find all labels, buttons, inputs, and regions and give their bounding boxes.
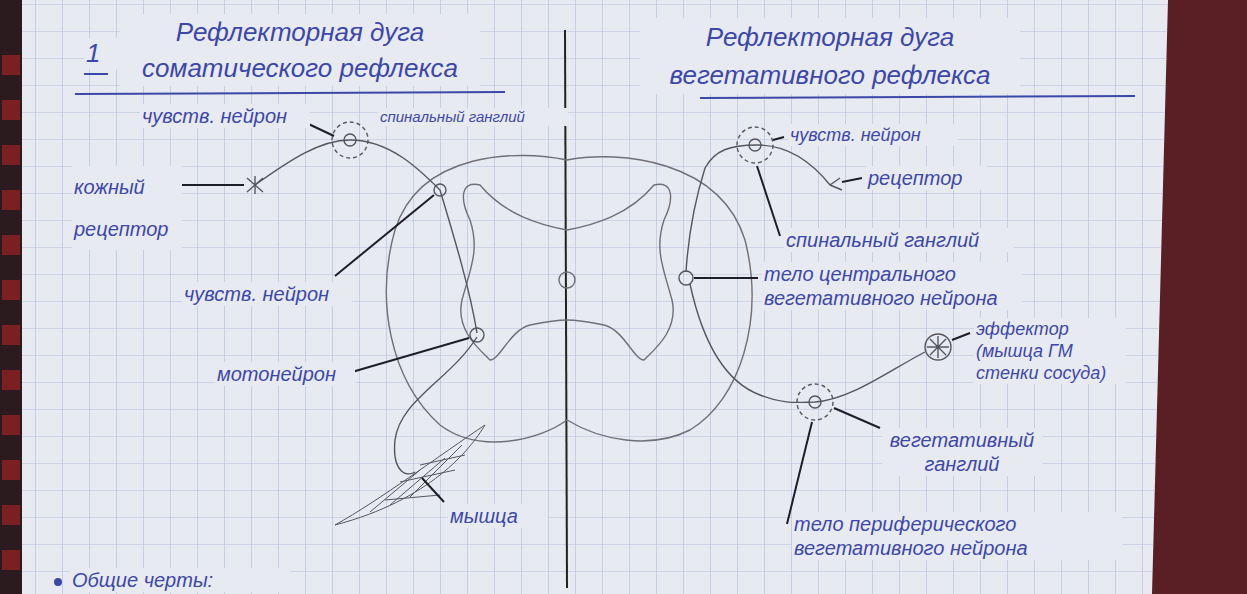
part-label: чувств. нейрон — [788, 124, 958, 146]
part-label: мышца — [448, 504, 548, 528]
paper-sheet — [22, 0, 1168, 594]
section-number: 1 — [84, 38, 124, 69]
part-label: вегетативный ганглий — [882, 428, 1042, 476]
part-label: рецептор — [866, 166, 986, 190]
part-label: кожный рецептор — [72, 166, 182, 250]
leader-lines — [180, 120, 970, 524]
paper-grid — [22, 0, 1168, 594]
part-label: спинальный ганглий — [378, 108, 568, 126]
part-label: тело центрального вегетативного нейрона — [762, 262, 1022, 310]
binding-holes — [2, 55, 20, 570]
part-label: чувств. нейрон — [140, 104, 310, 128]
part-label: спинальный ганглий — [784, 228, 1014, 252]
heading: Рефлекторная дуга вегетативного рефлекса — [640, 18, 1020, 94]
heading: Рефлекторная дуга соматического рефлекса — [120, 14, 480, 86]
part-label: мотонейрон — [215, 362, 355, 386]
note-heading: Общие черты: — [70, 568, 290, 592]
part-label: чувств. нейрон — [182, 282, 352, 306]
part-label: тело периферического вегетативного нейро… — [792, 512, 1122, 560]
bullet-dot — [54, 578, 62, 586]
part-label: эффектор (мышца ГМ стенки сосуда) — [974, 318, 1126, 384]
